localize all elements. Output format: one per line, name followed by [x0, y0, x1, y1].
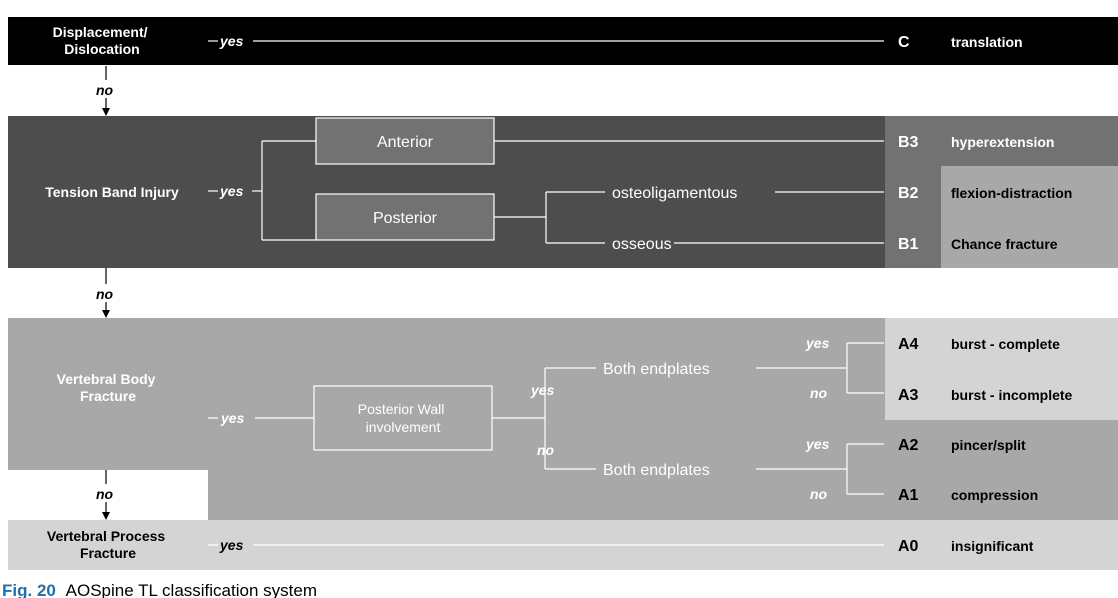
osteoligamentous-label: osteoligamentous: [612, 185, 737, 202]
row-a-band-lower: [208, 470, 885, 520]
posterior-wall-label: Posterior Wall involvement: [358, 401, 449, 435]
a3-result: burst - incomplete: [951, 387, 1073, 403]
row-a21-result-band: [885, 420, 1118, 520]
endplates-bottom-label: Both endplates: [603, 462, 710, 479]
row-b21-result-band: [941, 166, 1118, 268]
ep-yes-2: yes: [805, 436, 830, 452]
row-c-result: translation: [951, 34, 1023, 50]
row-a-question: Vertebral Body Fracture: [57, 371, 160, 404]
a3-code: A3: [898, 387, 919, 404]
row-a-yes: yes: [220, 410, 245, 426]
row-a0-result-band: [885, 520, 1118, 570]
wall-yes: yes: [530, 382, 555, 398]
a2-code: A2: [898, 437, 919, 454]
a0-result: insignificant: [951, 538, 1034, 554]
row-a0-question: Vertebral Process Fracture: [47, 528, 169, 561]
a2-result: pincer/split: [951, 437, 1026, 453]
osseous-label: osseous: [612, 236, 672, 253]
endplates-top-label: Both endplates: [603, 361, 710, 378]
arrow-no-1: no: [96, 82, 114, 98]
wall-no: no: [537, 442, 555, 458]
a4-code: A4: [898, 336, 919, 353]
arrow-down-icon: [102, 512, 110, 520]
arrow-down-icon: [102, 310, 110, 318]
a4-result: burst - complete: [951, 336, 1060, 352]
row-b-yes: yes: [219, 183, 244, 199]
row-b-code-band: [885, 166, 941, 268]
ep-no-2: no: [810, 486, 828, 502]
arrow-down-icon: [102, 108, 110, 116]
row-a43-result-band: [885, 318, 1118, 420]
b3-result: hyperextension: [951, 134, 1054, 150]
ep-yes-1: yes: [805, 335, 830, 351]
arrow-no-2: no: [96, 286, 114, 302]
row-b3-result-band: [885, 116, 1118, 166]
a0-code: A0: [898, 538, 919, 555]
ep-no-1: no: [810, 385, 828, 401]
row-b-question: Tension Band Injury: [45, 184, 179, 200]
row-c-yes: yes: [219, 33, 244, 49]
b1-code: B1: [898, 236, 919, 253]
figure-caption: Fig. 20 AOSpine TL classification system: [2, 581, 317, 598]
arrow-no-3: no: [96, 486, 114, 502]
anterior-box: [315, 117, 495, 165]
a1-code: A1: [898, 487, 919, 504]
posterior-label: Posterior: [373, 210, 438, 227]
row-c-result-band: [885, 17, 1118, 65]
b1-result: Chance fracture: [951, 236, 1058, 252]
b2-code: B2: [898, 185, 919, 202]
posterior-wall-box: [313, 385, 493, 451]
row-c-code: C: [898, 34, 910, 51]
anterior-label: Anterior: [377, 134, 434, 151]
row-c-question: Displacement/ Dislocation: [53, 24, 152, 57]
row-a0-yes: yes: [219, 537, 244, 553]
a1-result: compression: [951, 487, 1038, 503]
b2-result: flexion-distraction: [951, 185, 1072, 201]
b3-code: B3: [898, 134, 919, 151]
